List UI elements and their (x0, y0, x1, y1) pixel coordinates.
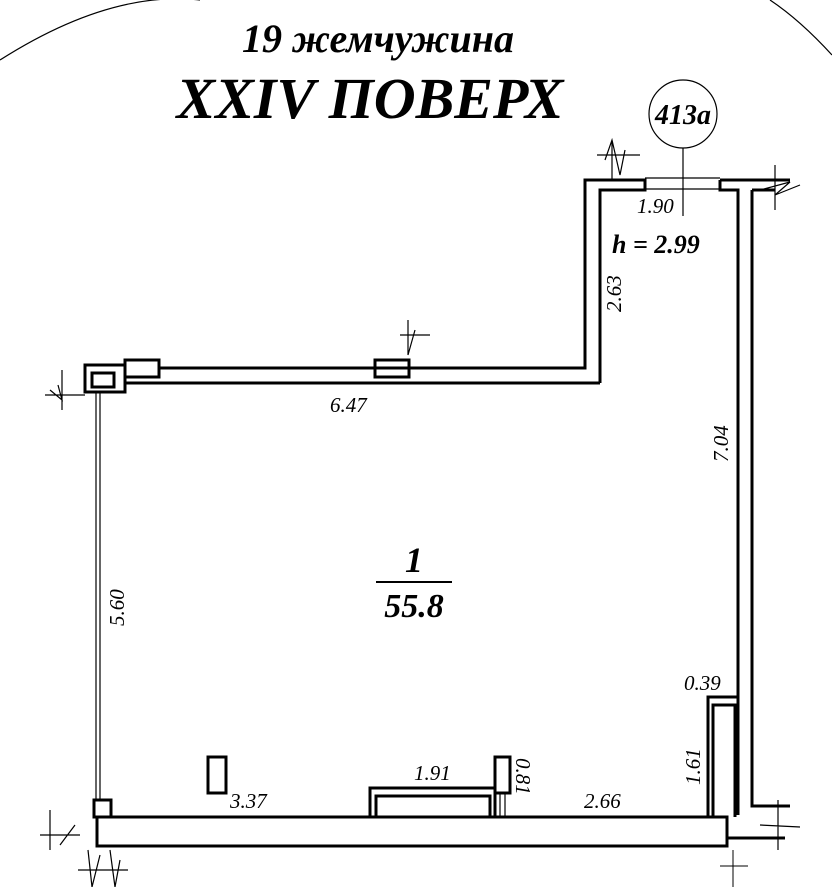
dim-bottom-window: 1.91 (414, 761, 451, 785)
dim-top-opening: 1.90 (637, 194, 674, 218)
outline-arc-left (0, 0, 200, 61)
dimension-labels: 1.90 h = 2.99 2.63 6.47 7.04 5.60 0.39 1… (105, 194, 733, 813)
dim-bottom-right: 2.66 (584, 789, 621, 813)
floor-title: XXIV ПОВЕРХ (175, 66, 565, 131)
dim-bottom-left: 3.37 (229, 789, 268, 813)
dim-niche-width: 0.39 (684, 671, 721, 695)
dim-left-wall: 5.60 (105, 589, 129, 626)
dim-top-wall: 6.47 (330, 393, 368, 417)
dim-bottom-pier: 0.81 (511, 758, 535, 795)
dim-niche-height: 1.61 (681, 748, 705, 785)
dim-right-wall: 7.04 (709, 425, 733, 462)
room-area: 55.8 (384, 588, 444, 625)
break-symbols (40, 137, 801, 887)
dim-notch-height: 2.63 (602, 275, 626, 312)
outline-arc-right (769, 0, 832, 56)
walls (83, 177, 790, 848)
ceiling-height: h = 2.99 (612, 230, 700, 259)
unit-number: 413а (654, 100, 711, 131)
building-name: 19 жемчужина (242, 16, 514, 61)
room-number: 1 (405, 540, 423, 580)
